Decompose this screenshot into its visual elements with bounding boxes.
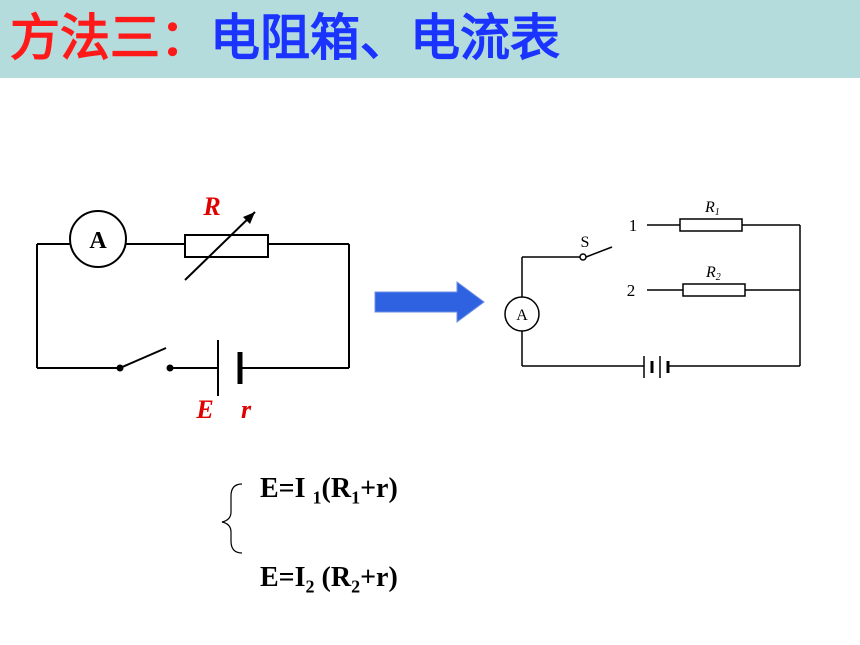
switch-node bbox=[579, 253, 587, 261]
rheostat-arrow-head bbox=[243, 212, 255, 224]
internal-r-label: r bbox=[241, 395, 252, 424]
title-bar bbox=[0, 0, 860, 78]
r2-label: R2 bbox=[705, 264, 721, 283]
switch-label: S bbox=[581, 234, 590, 251]
position-1-label: 1 bbox=[629, 216, 638, 235]
title-prefix: 方法三： bbox=[10, 9, 210, 67]
switch-contact bbox=[166, 364, 174, 372]
r2-box bbox=[682, 283, 746, 297]
page-title: 方法三：电阻箱、电流表 bbox=[10, 6, 560, 70]
equation-brace bbox=[221, 483, 243, 554]
equation-1: E=I 1(R1+r) bbox=[260, 473, 398, 508]
left-circuit bbox=[36, 210, 350, 396]
ammeter-circle-right bbox=[504, 296, 540, 332]
r1-label: R1 bbox=[704, 199, 720, 218]
switch-arm bbox=[585, 246, 613, 258]
switch-blade bbox=[119, 347, 167, 369]
right-circuit bbox=[504, 218, 801, 378]
equation-2: E=I2 (R2+r) bbox=[260, 562, 398, 597]
ammeter-label: A bbox=[89, 228, 107, 254]
resistor-label: R bbox=[202, 192, 220, 221]
ammeter-label-right: A bbox=[516, 307, 528, 324]
emf-label: E bbox=[195, 395, 213, 424]
rheostat-arrow-line bbox=[184, 211, 256, 281]
resistor-box bbox=[184, 234, 269, 258]
transform-arrow bbox=[374, 281, 485, 323]
title-main: 电阻箱、电流表 bbox=[210, 9, 560, 67]
ammeter-circle bbox=[69, 210, 127, 268]
position-2-label: 2 bbox=[627, 281, 636, 300]
r1-box bbox=[679, 218, 743, 232]
